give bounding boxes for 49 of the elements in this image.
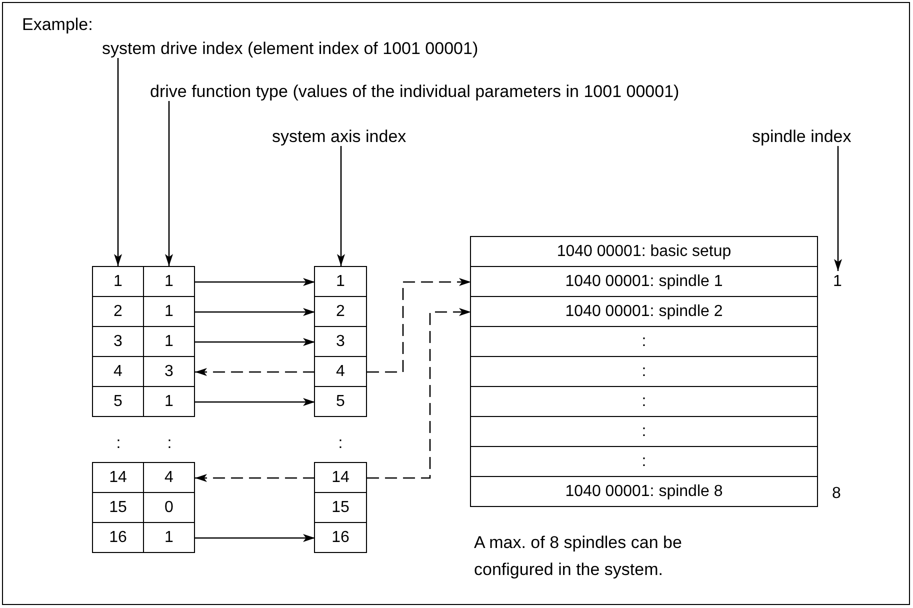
arrow [337, 146, 345, 266]
table-cell: : [470, 356, 818, 387]
arrow [195, 398, 315, 406]
table-cell: 1 [143, 386, 195, 417]
arrow [195, 474, 315, 482]
table-cell: : [470, 446, 818, 477]
note-text: A max. of 8 spindles can be configured in the system. [474, 532, 683, 581]
table-cell: 14 [314, 462, 367, 493]
table-cell: 2 [314, 296, 367, 327]
index-label: spindle index [752, 124, 852, 150]
index-label: drive function type (values of the individual parameters in 1001 00001) [150, 79, 680, 104]
table-cell: 4 [143, 462, 195, 493]
spindle-number: 8 [832, 484, 841, 504]
table-cell: 5 [314, 386, 367, 417]
table-cell: 1040 00001: spindle 8 [470, 476, 818, 507]
ellipsis-mark: : [337, 434, 344, 454]
arrow [195, 338, 315, 346]
table-cell: : [470, 386, 818, 417]
table-cell: 1040 00001: spindle 2 [470, 296, 818, 327]
spindle-number: 1 [833, 272, 842, 291]
arrow [195, 534, 315, 542]
table-cell: 1 [143, 266, 195, 297]
table-cell: : [470, 326, 818, 357]
table-cell: 14 [92, 462, 144, 493]
index-label: system drive index (element index of 1001 00001) [102, 36, 478, 62]
arrow [195, 278, 315, 286]
table-cell: 16 [92, 522, 144, 553]
arrow [834, 146, 842, 271]
example-heading: Example: [22, 14, 93, 36]
table-cell: 5 [92, 386, 144, 417]
arrow [367, 308, 471, 479]
table-cell: 1 [143, 522, 195, 553]
table-cell: 1 [314, 266, 367, 297]
table-cell: 15 [314, 492, 367, 523]
arrow [195, 368, 315, 376]
arrow [367, 278, 471, 373]
table-cell: 16 [314, 522, 367, 553]
index-label: system axis index [272, 124, 406, 150]
ellipsis-mark: : [115, 434, 122, 454]
table-cell: 1040 00001: spindle 1 [470, 266, 818, 297]
table-cell: 1 [92, 266, 144, 297]
table-cell: 4 [314, 356, 367, 387]
arrow [114, 58, 122, 266]
ellipsis-mark: : [166, 434, 173, 454]
table-cell: 3 [314, 326, 367, 357]
arrow [195, 308, 315, 316]
table-cell: 1040 00001: basic setup [470, 236, 818, 267]
table-cell: : [470, 416, 818, 447]
arrow [165, 101, 173, 266]
